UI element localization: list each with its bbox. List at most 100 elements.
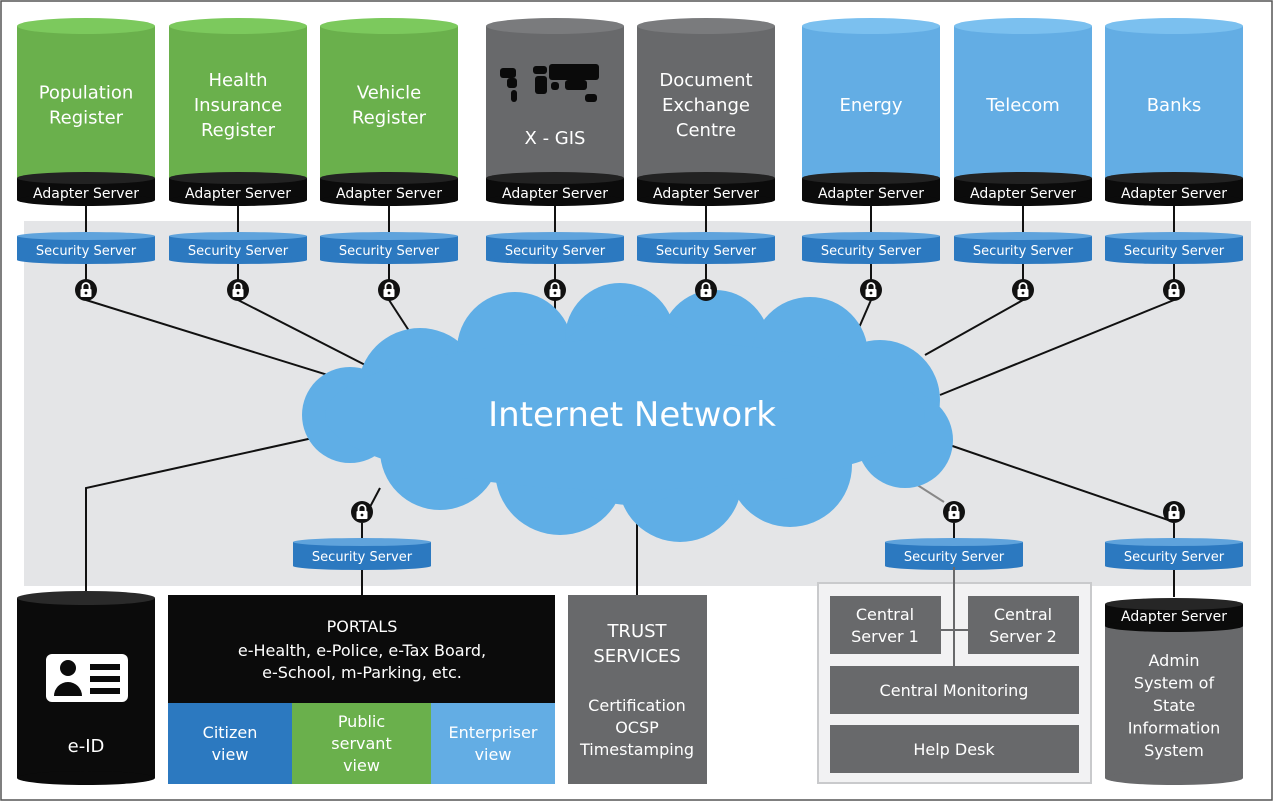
security-server-label: Security Server bbox=[312, 550, 413, 565]
portals-title: PORTALS bbox=[327, 617, 398, 636]
portal-view-label: Enterpriser bbox=[449, 723, 538, 742]
central-server-2 bbox=[968, 596, 1079, 654]
padlock-icon bbox=[860, 279, 882, 301]
security-server: Security Server bbox=[885, 538, 1023, 570]
security-server: Security Server bbox=[293, 538, 431, 570]
link-eid bbox=[85, 431, 341, 598]
padlock-icon bbox=[378, 279, 400, 301]
trust-services-title: SERVICES bbox=[593, 646, 680, 667]
security-server: Security Server bbox=[320, 232, 458, 264]
adapter-server-label: Adapter Server bbox=[653, 186, 759, 202]
security-server-label: Security Server bbox=[904, 550, 1005, 565]
adapter-server-label: Adapter Server bbox=[502, 186, 608, 202]
central-monitoring bbox=[830, 666, 1079, 714]
database-name: Centre bbox=[676, 120, 736, 141]
world-map-icon bbox=[500, 64, 599, 102]
database-name: X - GIS bbox=[525, 128, 586, 149]
link-banks bbox=[939, 299, 1175, 396]
central-server-1-label: Server 1 bbox=[851, 627, 919, 646]
database-name: Banks bbox=[1147, 95, 1202, 116]
portal-view-label: Citizen bbox=[203, 723, 258, 742]
link-admin bbox=[934, 439, 1175, 523]
security-server: Security Server bbox=[1105, 232, 1243, 264]
portal-view-label: servant bbox=[331, 734, 391, 753]
database-name: Telecom bbox=[985, 95, 1060, 116]
security-server-label: Security Server bbox=[505, 244, 606, 259]
id-card-icon bbox=[46, 654, 128, 702]
trust-services-block: TRUSTSERVICESCertificationOCSPTimestampi… bbox=[568, 595, 707, 784]
portal-view-label: view bbox=[212, 745, 249, 764]
database-health: Adapter ServerHealthInsuranceRegisterSec… bbox=[169, 18, 307, 301]
trust-services-item: Certification bbox=[588, 696, 686, 715]
database-row: Adapter ServerPopulationRegisterSecurity… bbox=[17, 18, 1243, 301]
help-desk bbox=[830, 725, 1079, 773]
central-server-1-label: Central bbox=[856, 605, 914, 624]
padlock-icon bbox=[227, 279, 249, 301]
link-energy bbox=[857, 299, 872, 331]
admin-system-label: Information bbox=[1128, 719, 1221, 738]
security-server: Security Server bbox=[1105, 538, 1243, 570]
central-server-2-label: Server 2 bbox=[989, 627, 1057, 646]
adapter-server-label: Adapter Server bbox=[818, 186, 924, 202]
padlock-icon bbox=[1163, 501, 1185, 523]
link-population bbox=[85, 299, 361, 386]
security-server: Security Server bbox=[802, 232, 940, 264]
portal-view-0: Citizen view bbox=[168, 703, 292, 784]
central-server-1 bbox=[830, 596, 941, 654]
internet-network-label: Internet Network bbox=[488, 395, 776, 435]
admin-system-label: System of bbox=[1134, 674, 1215, 693]
eid-database: e-ID bbox=[17, 591, 155, 785]
database-xgis: Adapter Server X - GIS Security Server bbox=[486, 18, 624, 301]
database-population: Adapter ServerPopulationRegisterSecurity… bbox=[17, 18, 155, 301]
database-name: Register bbox=[352, 108, 427, 129]
admin-system-label: System bbox=[1144, 741, 1204, 760]
security-server-label: Security Server bbox=[36, 244, 137, 259]
adapter-server-label: Adapter Server bbox=[1121, 186, 1227, 202]
adapter-server-label: Adapter Server bbox=[33, 186, 139, 202]
security-server-label: Security Server bbox=[821, 244, 922, 259]
padlock-icon bbox=[695, 279, 717, 301]
database-name: Exchange bbox=[662, 95, 750, 116]
padlock-icon bbox=[75, 279, 97, 301]
help-desk-label: Help Desk bbox=[913, 740, 995, 759]
database-name: Insurance bbox=[194, 95, 282, 116]
database-name: Health bbox=[208, 70, 267, 91]
security-server: Security Server bbox=[169, 232, 307, 264]
padlock-icon bbox=[544, 279, 566, 301]
internet-cloud bbox=[302, 283, 953, 542]
security-server: Security Server bbox=[486, 232, 624, 264]
trust-services-title: TRUST bbox=[606, 621, 667, 642]
security-server-label: Security Server bbox=[188, 244, 289, 259]
trust-services-item: Timestamping bbox=[579, 740, 694, 759]
cloud-body bbox=[325, 340, 925, 490]
admin-system-label: Admin bbox=[1149, 651, 1200, 670]
central-server-2-label: Central bbox=[994, 605, 1052, 624]
database-name: Vehicle bbox=[357, 83, 421, 104]
adapter-server-label: Adapter Server bbox=[970, 186, 1076, 202]
database-name: Energy bbox=[839, 95, 902, 116]
adapter-server-label: Adapter Server bbox=[336, 186, 442, 202]
eid-label: e-ID bbox=[68, 736, 105, 757]
portal-view-label: Public bbox=[338, 712, 385, 731]
database-name: Register bbox=[201, 120, 276, 141]
padlock-icon bbox=[351, 501, 373, 523]
admin-system-label: State bbox=[1153, 696, 1195, 715]
security-server: Security Server bbox=[637, 232, 775, 264]
security-server: Security Server bbox=[954, 232, 1092, 264]
adapter-server-label: Adapter Server bbox=[1121, 609, 1227, 625]
central-monitoring-label: Central Monitoring bbox=[880, 681, 1029, 700]
security-server-label: Security Server bbox=[1124, 550, 1225, 565]
